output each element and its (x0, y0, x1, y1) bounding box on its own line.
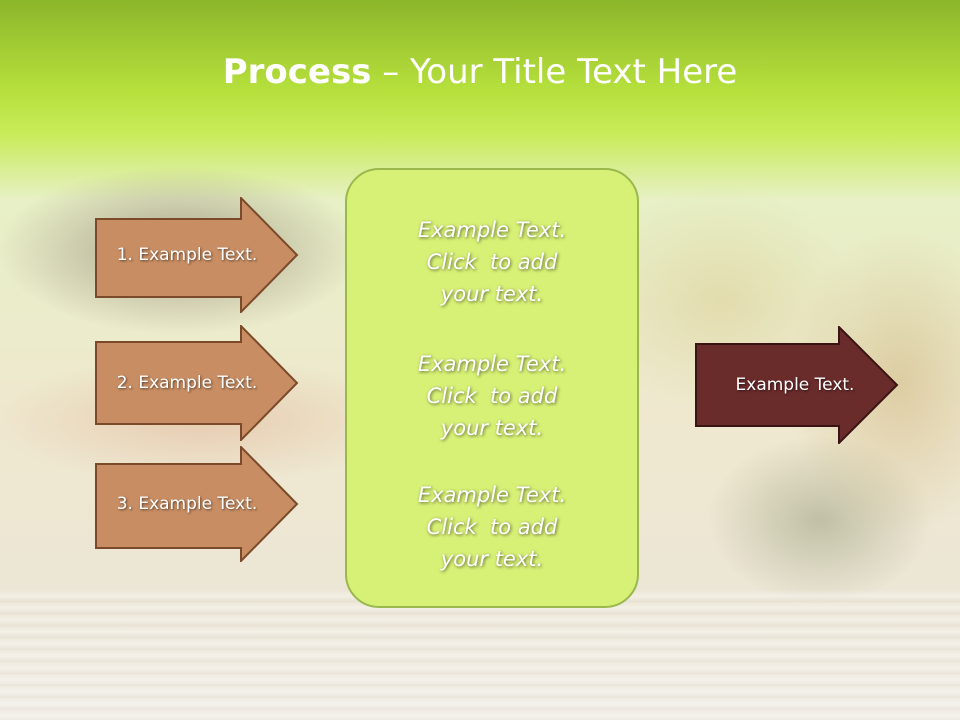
slide-title: Process – Your Title Text Here (0, 52, 960, 92)
entry-line: Click to add (426, 384, 558, 408)
result-label: Example Text. (735, 375, 855, 395)
step-label-2: 2. Example Text. (116, 373, 258, 393)
entry-line: your text. (440, 416, 544, 440)
entry-line: Example Text. (417, 218, 567, 242)
entry-line: Click to add (426, 515, 558, 539)
step-arrow-1[interactable]: 1. Example Text. (95, 197, 299, 313)
center-entry-1[interactable]: Example Text. Click to add your text. (347, 214, 637, 310)
arrow-shape-icon (95, 446, 299, 562)
title-bold: Process (222, 52, 372, 92)
arrow-shape-icon (95, 325, 299, 441)
entry-line: your text. (440, 282, 544, 306)
entry-line: Click to add (426, 250, 558, 274)
water-reflection (0, 590, 960, 720)
step-arrow-3[interactable]: 3. Example Text. (95, 446, 299, 562)
arrow-shape-icon (95, 197, 299, 313)
entry-line: Example Text. (417, 352, 567, 376)
center-entry-2[interactable]: Example Text. Click to add your text. (347, 348, 637, 444)
step-label-3: 3. Example Text. (116, 494, 258, 514)
result-arrow[interactable]: Example Text. (695, 326, 899, 444)
entry-line: Example Text. (417, 483, 567, 507)
center-content-box[interactable]: Example Text. Click to add your text. Ex… (345, 168, 639, 608)
title-rest: – Your Title Text Here (371, 52, 738, 92)
entry-line: your text. (440, 547, 544, 571)
step-arrow-2[interactable]: 2. Example Text. (95, 325, 299, 441)
arrow-shape-icon (695, 326, 899, 444)
step-label-1: 1. Example Text. (116, 245, 258, 265)
center-entry-3[interactable]: Example Text. Click to add your text. (347, 479, 637, 575)
